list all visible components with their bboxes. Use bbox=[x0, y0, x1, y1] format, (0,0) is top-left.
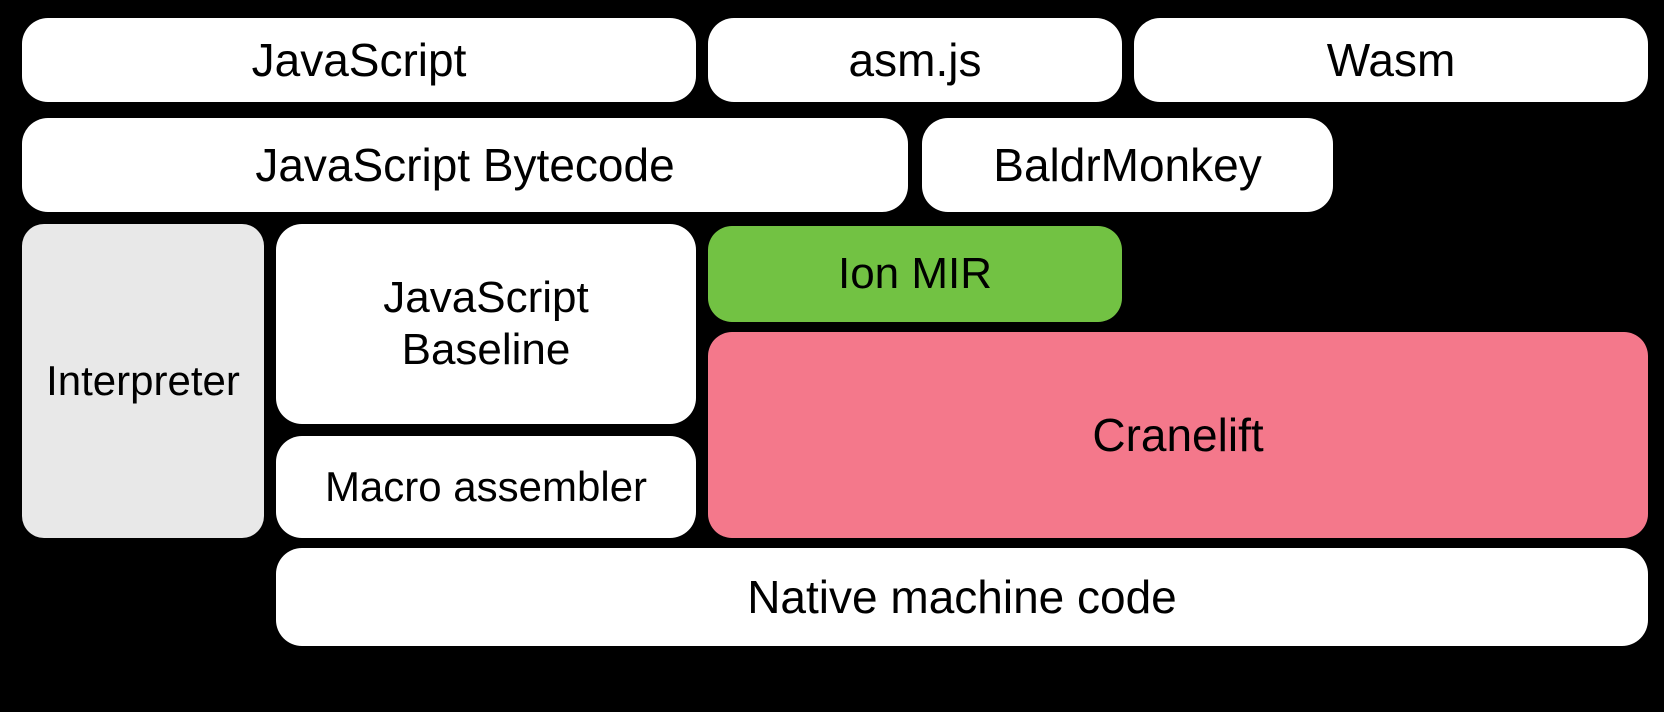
node-macro-assembler: Macro assembler bbox=[276, 436, 696, 538]
node-javascript-baseline: JavaScript Baseline bbox=[276, 224, 696, 424]
node-wasm: Wasm bbox=[1134, 18, 1648, 102]
node-ion-mir: Ion MIR bbox=[708, 226, 1122, 322]
node-asm-js: asm.js bbox=[708, 18, 1122, 102]
node-interpreter: Interpreter bbox=[22, 224, 264, 538]
node-javascript-bytecode: JavaScript Bytecode bbox=[22, 118, 908, 212]
node-baldrmonkey: BaldrMonkey bbox=[922, 118, 1333, 212]
node-cranelift: Cranelift bbox=[708, 332, 1648, 538]
node-javascript: JavaScript bbox=[22, 18, 696, 102]
node-native-machine-code: Native machine code bbox=[276, 548, 1648, 646]
